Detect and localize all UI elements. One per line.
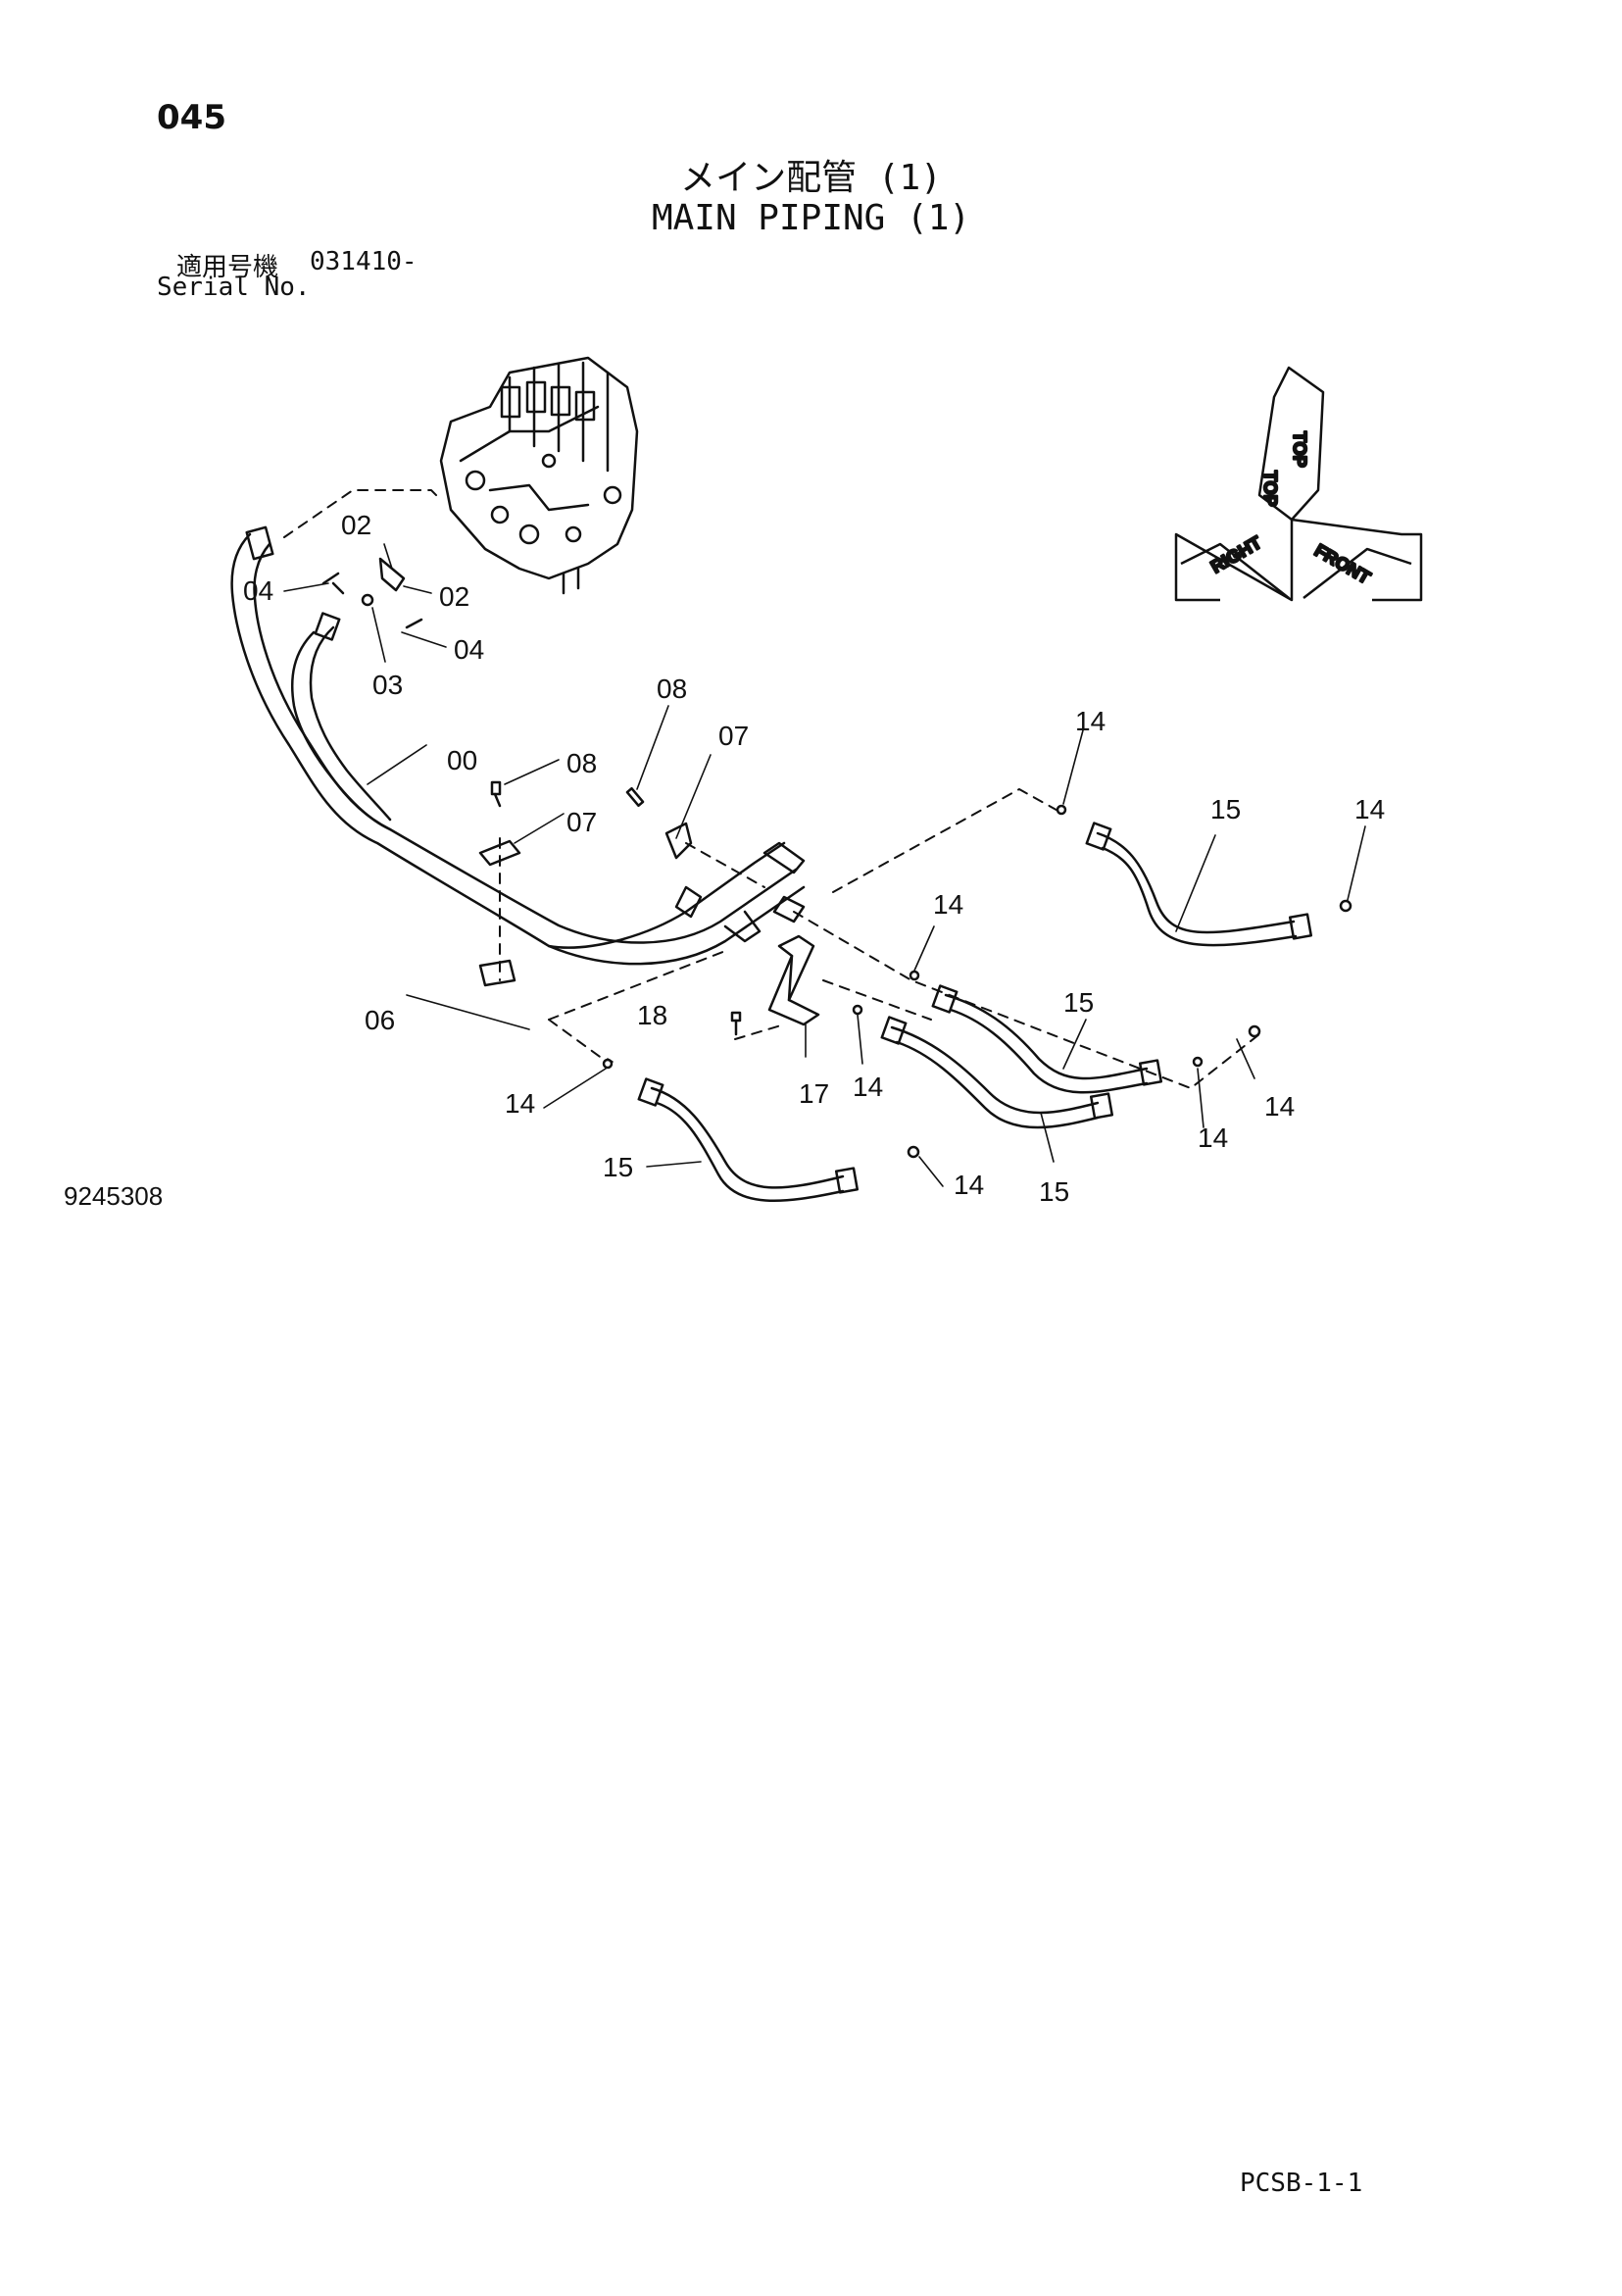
label-14-lower-right-a: 14 [1198,1123,1228,1153]
fittings-02-03-04 [321,557,423,629]
label-14-lower-left: 14 [505,1088,535,1119]
clamp-07-right [625,786,693,860]
label-07-left: 07 [566,807,597,837]
serial-number-range: 031410- [310,247,418,276]
label-15-lower: 15 [1039,1176,1069,1207]
label-15-left: 15 [603,1152,633,1182]
view-label-top: TOP [1260,471,1280,507]
view-orientation-indicator: TOP TOP RIGHT FRONT [1174,366,1423,602]
label-03: 03 [372,670,403,700]
leader-lines [283,543,1366,1187]
label-14-lower-right-b: 14 [1264,1091,1295,1122]
bolt-18 [730,1011,742,1036]
hose-assembly-upper-right [1056,804,1352,947]
bracket-17 [767,934,820,1026]
pipe-clamp-section [547,841,806,949]
label-18: 18 [637,1000,667,1030]
label-02-right: 02 [439,581,469,612]
hose-assembly-middle [852,970,1261,1129]
label-07-right: 07 [718,721,749,751]
label-14-bottom: 14 [954,1170,984,1200]
title-english: MAIN PIPING (1) [651,198,971,238]
label-00: 00 [447,745,477,775]
clamp-07-left [478,780,521,867]
label-08-right: 08 [657,674,687,704]
label-15-upper: 15 [1210,794,1241,824]
label-04-right: 04 [454,634,484,665]
view-label-right: RIGHT [1207,532,1264,576]
label-06: 06 [365,1005,395,1035]
page-code: PCSB-1-1 [1240,2169,1363,2198]
label-02-upper: 02 [341,510,371,540]
pipe-to-valve [245,525,392,831]
view-label-front: FRONT [1311,540,1374,587]
serial-label-english: Serial No. [157,273,311,302]
drawing-number: 9245308 [64,1181,164,1211]
label-14-right: 14 [1354,794,1385,824]
title-japanese: メイン配管 (1) [680,158,942,198]
hose-assembly-lower [602,1058,920,1202]
label-15-middle: 15 [1063,987,1094,1018]
label-14-top: 14 [1075,706,1106,736]
block-06 [478,959,516,987]
label-14-middle: 14 [933,889,963,920]
leader-dashed-lines [283,489,1260,1089]
label-17: 17 [799,1078,829,1109]
page-number: 045 [157,98,226,137]
view-label-top-2: TOP [1290,431,1309,468]
label-08-left: 08 [566,748,597,778]
control-valve-illustration [439,356,639,595]
serial-label-japanese: 適用号機 [176,253,279,282]
label-04-left: 04 [243,575,273,606]
label-14-bracket: 14 [853,1072,883,1102]
